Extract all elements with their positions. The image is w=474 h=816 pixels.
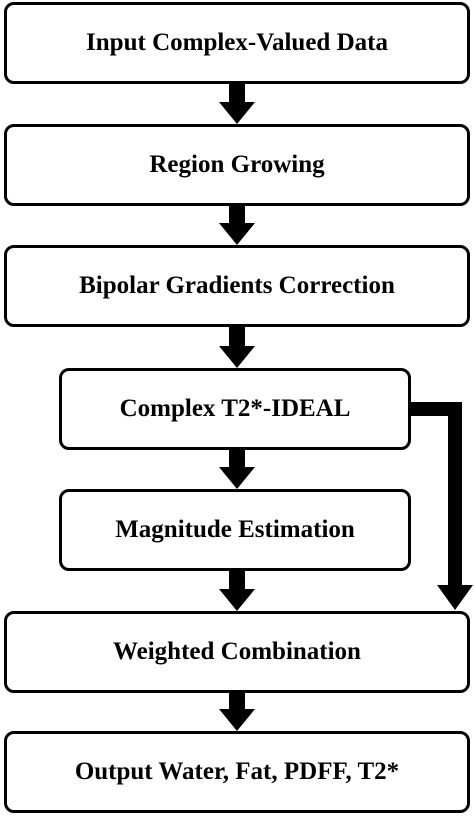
step-complex-ideal: Complex T2*-IDEAL (59, 368, 411, 450)
step-bipolar-correction-label: Bipolar Gradients Correction (79, 272, 395, 299)
arrow-down-icon (219, 450, 255, 490)
step-region-growing: Region Growing (4, 124, 470, 206)
arrow-down-icon (219, 571, 255, 611)
step-bipolar-correction: Bipolar Gradients Correction (4, 245, 470, 327)
step-input-data: Input Complex-Valued Data (4, 2, 470, 84)
step-region-growing-label: Region Growing (149, 151, 325, 178)
step-magnitude-estimation-label: Magnitude Estimation (115, 516, 355, 543)
step-weighted-combination-label: Weighted Combination (113, 638, 361, 665)
step-complex-ideal-label: Complex T2*-IDEAL (119, 395, 351, 422)
arrow-down-icon (219, 206, 255, 246)
step-weighted-combination: Weighted Combination (4, 611, 470, 693)
arrow-down-icon (219, 84, 255, 124)
step-output-label: Output Water, Fat, PDFF, T2* (74, 758, 400, 785)
arrow-down-icon (219, 693, 255, 733)
step-magnitude-estimation: Magnitude Estimation (59, 489, 411, 571)
step-output: Output Water, Fat, PDFF, T2* (4, 731, 470, 813)
arrow-down-icon (219, 327, 255, 368)
bypass-arrow-icon (411, 402, 474, 612)
step-input-data-label: Input Complex-Valued Data (86, 29, 388, 56)
